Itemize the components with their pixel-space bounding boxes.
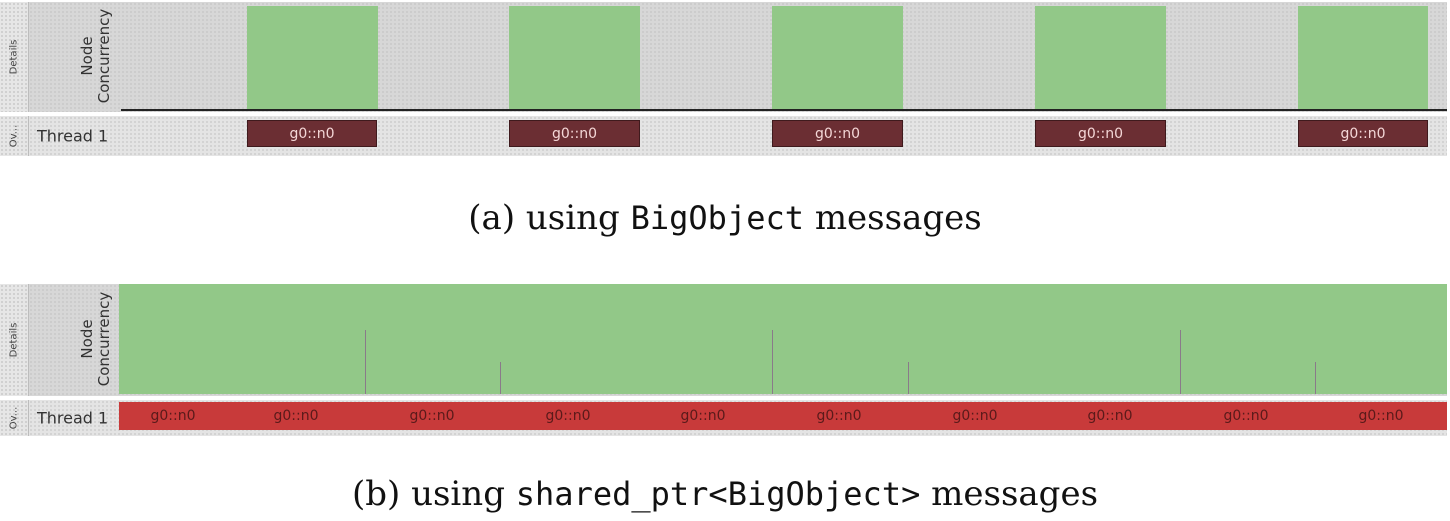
- task-label: g0::n0: [680, 408, 726, 424]
- overview-tab-label: Ov...: [8, 406, 20, 430]
- task-label: g0::n0: [1223, 408, 1269, 424]
- concurrency-fill: [119, 284, 1447, 394]
- caption-a-suffix: messages: [814, 198, 982, 238]
- task-label: g0::n0: [1340, 125, 1386, 142]
- concurrency-dip: [772, 330, 773, 394]
- concurrency-block: [1035, 6, 1166, 110]
- caption-a-prefix: (a) using: [468, 198, 620, 238]
- task-label: g0::n0: [1077, 125, 1123, 142]
- concurrency-baseline: [121, 109, 1447, 111]
- caption-b-prefix: (b) using: [351, 474, 505, 514]
- task-block[interactable]: g0::n0: [1298, 120, 1428, 147]
- task-label: g0::n0: [273, 408, 319, 424]
- task-block[interactable]: g0::n0: [1035, 120, 1166, 147]
- task-label: g0::n0: [150, 408, 196, 424]
- concurrency-label-line-2: Concurrency: [95, 291, 113, 387]
- task-block[interactable]: g0::n0: [509, 120, 640, 147]
- thread-row: Thread 1 g0::n0 g0::n0 g0::n0 g0::n0 g0:…: [29, 116, 1447, 156]
- caption-a-code: BigObject: [630, 199, 804, 237]
- thread-name: Thread 1: [37, 126, 109, 146]
- concurrency-dip: [1180, 330, 1181, 394]
- concurrency-axis-label: Node Concurrency: [78, 284, 119, 394]
- details-tab-label: Details: [8, 39, 20, 75]
- profiler-panel-b: Details Ov... Node Concurrency Thread 1 …: [0, 284, 1450, 436]
- details-side-tab[interactable]: Details: [0, 284, 29, 396]
- concurrency-dip: [908, 362, 909, 394]
- details-side-tab[interactable]: Details: [0, 2, 29, 112]
- task-bar[interactable]: [119, 402, 1447, 430]
- concurrency-block: [1298, 6, 1428, 110]
- caption-a: (a) using BigObject messages: [0, 198, 1450, 238]
- concurrency-dip: [1315, 362, 1316, 394]
- concurrency-block: [509, 6, 640, 110]
- caption-b: (b) using shared_ptr<BigObject> messages: [0, 474, 1450, 514]
- task-label: g0::n0: [952, 408, 998, 424]
- task-label: g0::n0: [814, 125, 860, 142]
- thread-name: Thread 1: [37, 408, 109, 428]
- concurrency-axis-label: Node Concurrency: [78, 2, 119, 110]
- task-label: g0::n0: [545, 408, 591, 424]
- caption-b-suffix: messages: [931, 474, 1099, 514]
- node-concurrency-lane: Node Concurrency: [29, 284, 1447, 396]
- thread-row: Thread 1 g0::n0 g0::n0 g0::n0 g0::n0 g0:…: [29, 400, 1447, 436]
- task-label: g0::n0: [409, 408, 455, 424]
- task-label: g0::n0: [816, 408, 862, 424]
- task-label: g0::n0: [289, 125, 335, 142]
- concurrency-label-line-1: Node: [78, 319, 96, 359]
- concurrency-block: [772, 6, 903, 110]
- profiler-panel-a: Details Ov... Node Concurrency Thread 1 …: [0, 0, 1450, 160]
- task-label: g0::n0: [1087, 408, 1133, 424]
- task-label: g0::n0: [1358, 408, 1404, 424]
- overview-tab-label: Ov...: [8, 124, 20, 148]
- concurrency-label-line-1: Node: [78, 36, 96, 76]
- caption-b-code: shared_ptr<BigObject>: [515, 475, 921, 513]
- concurrency-block: [247, 6, 378, 110]
- concurrency-dip: [500, 362, 501, 394]
- task-block[interactable]: g0::n0: [772, 120, 903, 147]
- overview-side-tab[interactable]: Ov...: [0, 116, 29, 156]
- overview-side-tab[interactable]: Ov...: [0, 400, 29, 436]
- details-tab-label: Details: [8, 322, 20, 358]
- concurrency-label-line-2: Concurrency: [95, 8, 113, 104]
- concurrency-dip: [365, 330, 366, 394]
- task-label: g0::n0: [551, 125, 597, 142]
- node-concurrency-lane: Node Concurrency: [29, 2, 1447, 112]
- task-block[interactable]: g0::n0: [247, 120, 377, 147]
